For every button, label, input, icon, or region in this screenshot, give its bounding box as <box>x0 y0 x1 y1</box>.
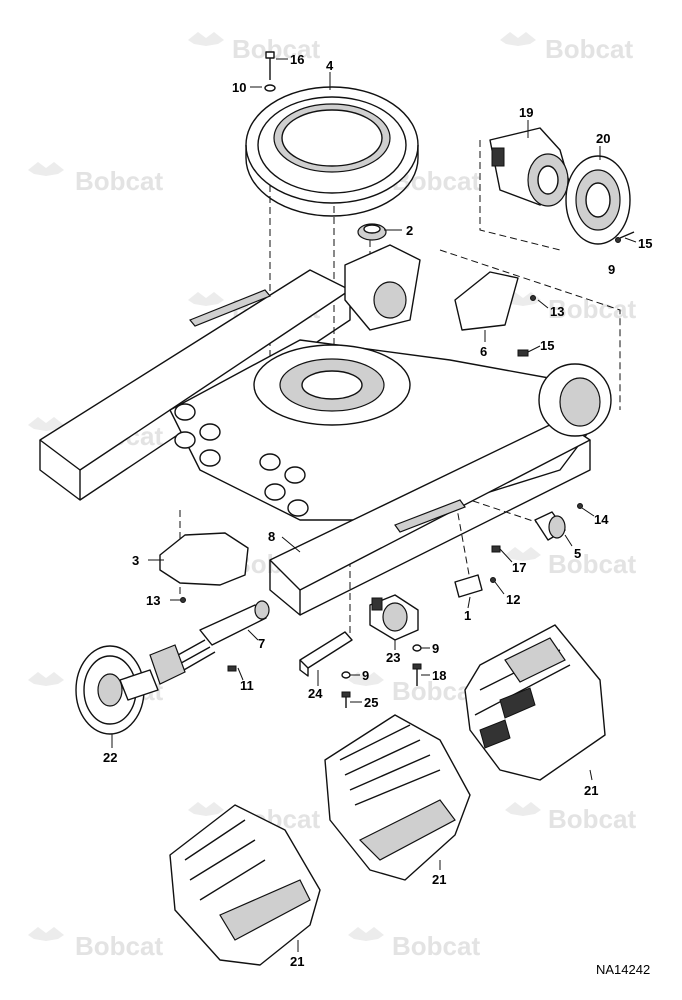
part-washer-9-roller <box>412 644 422 652</box>
callout-1: 1 <box>464 608 471 623</box>
bobcat-logo-icon <box>188 32 224 46</box>
part-rubber-track-b <box>169 804 321 966</box>
part-cover-plate <box>454 271 519 331</box>
callout-19: 19 <box>519 105 533 120</box>
watermark-text: Bobcat <box>392 931 480 961</box>
watermark-text: Bobcat <box>548 804 636 834</box>
watermark-text: Bobcat <box>75 931 163 961</box>
callout-22: 22 <box>103 750 117 765</box>
part-plate-1 <box>454 574 483 598</box>
part-front-idler <box>75 645 159 735</box>
callout-8: 8 <box>268 529 275 544</box>
bobcat-logo-icon <box>505 802 541 816</box>
part-cover-gasket <box>159 532 249 586</box>
callout-11: 11 <box>240 678 254 693</box>
bobcat-logo-icon <box>500 32 536 46</box>
callout-14: 14 <box>594 512 609 527</box>
bobcat-logo-icon <box>188 292 224 306</box>
callout-13: 13 <box>146 593 160 608</box>
part-bolt-18 <box>412 663 422 686</box>
bobcat-logo-icon <box>28 417 64 431</box>
part-track-roller <box>369 594 419 641</box>
leader-lines <box>111 58 637 952</box>
bobcat-logo-icon <box>188 802 224 816</box>
bobcat-logo-icon <box>348 927 384 941</box>
part-grease-fitting-11 <box>227 665 237 672</box>
callout-5: 5 <box>574 546 581 561</box>
part-travel-motor <box>489 127 571 207</box>
part-carrier-roller <box>534 511 566 541</box>
part-bolt-15-sprocket <box>615 231 635 243</box>
part-bushing-2 <box>357 223 387 241</box>
callout-15: 15 <box>638 236 652 251</box>
watermark-row-8: Bobcat Bobcat <box>28 927 480 961</box>
watermark-text: Bobcat <box>548 294 636 324</box>
part-bolt-15-frame <box>517 349 529 357</box>
swing-bracket <box>174 403 309 517</box>
watermark-row-5: Bobcat Bobcat <box>188 547 636 579</box>
callout-24: 24 <box>308 686 323 701</box>
callout-13: 13 <box>550 304 564 319</box>
callout-15: 15 <box>540 338 554 353</box>
part-track-adjuster <box>149 600 270 685</box>
bobcat-logo-icon <box>505 547 541 561</box>
callout-23: 23 <box>386 650 400 665</box>
callout-18: 18 <box>432 668 446 683</box>
part-rubber-track-a <box>464 624 606 781</box>
part-bolt-25 <box>341 691 351 708</box>
callout-3: 3 <box>132 553 139 568</box>
callout-17: 17 <box>512 560 526 575</box>
watermark-text: Bobcat <box>75 166 163 196</box>
callout-9: 9 <box>362 668 369 683</box>
callout-21: 21 <box>290 954 304 969</box>
part-undercarriage-frame <box>39 244 612 616</box>
callout-labels: 16 10 4 19 20 2 15 9 13 6 15 14 3 8 5 17… <box>103 52 652 969</box>
part-washer-10 <box>264 84 276 92</box>
watermark-text: Bobcat <box>548 549 636 579</box>
bobcat-logo-icon <box>28 672 64 686</box>
part-slew-ring <box>245 86 419 217</box>
part-steel-track <box>324 714 471 881</box>
part-bolt-17 <box>491 545 501 553</box>
part-bolt-13-cover <box>530 295 536 301</box>
callout-6: 6 <box>480 344 487 359</box>
callout-20: 20 <box>596 131 610 146</box>
callout-25: 25 <box>364 695 378 710</box>
part-nut-12 <box>490 577 496 583</box>
callout-21: 21 <box>584 783 598 798</box>
part-nut-14 <box>577 503 583 509</box>
watermark-row-1: Bobcat Bobcat <box>188 32 633 64</box>
callout-9: 9 <box>432 641 439 656</box>
callout-2: 2 <box>406 223 413 238</box>
part-washer-9-guide <box>341 671 351 679</box>
callout-9: 9 <box>608 262 615 277</box>
part-bolt-13-gasket <box>180 597 186 603</box>
callout-21: 21 <box>432 872 446 887</box>
part-bolt-16 <box>265 51 275 80</box>
figure-code: NA14242 <box>596 962 650 977</box>
bobcat-logo-icon <box>28 927 64 941</box>
callout-16: 16 <box>290 52 304 67</box>
watermark-row-2: Bobcat Bobcat <box>28 162 480 196</box>
part-track-guide <box>299 631 353 677</box>
callout-10: 10 <box>232 80 246 95</box>
bobcat-logo-icon <box>28 162 64 176</box>
callout-12: 12 <box>506 592 520 607</box>
watermark-text: Bobcat <box>545 34 633 64</box>
callout-7: 7 <box>258 636 265 651</box>
callout-4: 4 <box>326 58 334 73</box>
part-sprocket <box>565 155 631 245</box>
